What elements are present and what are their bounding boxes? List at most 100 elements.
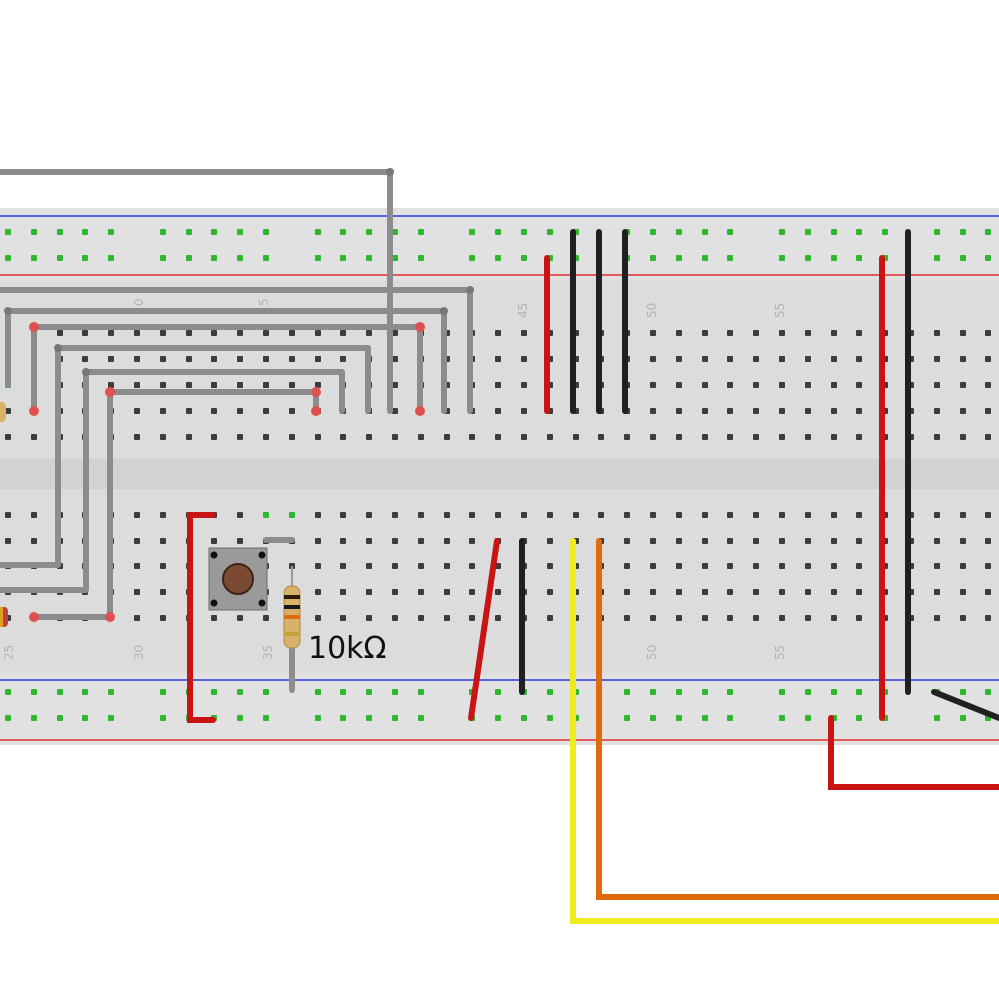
breadboard-hole[interactable] — [5, 434, 11, 440]
breadboard-hole[interactable] — [985, 382, 991, 388]
breadboard-hole[interactable] — [237, 434, 243, 440]
breadboard-hole[interactable] — [547, 538, 553, 544]
breadboard-hole[interactable] — [547, 589, 553, 595]
breadboard-hole[interactable] — [831, 589, 837, 595]
breadboard-hole[interactable] — [237, 356, 243, 362]
breadboard-hole[interactable] — [5, 229, 11, 235]
breadboard-hole[interactable] — [521, 715, 527, 721]
breadboard-hole[interactable] — [727, 382, 733, 388]
breadboard-hole[interactable] — [237, 715, 243, 721]
breadboard-hole[interactable] — [186, 434, 192, 440]
breadboard-hole[interactable] — [650, 408, 656, 414]
breadboard-hole[interactable] — [702, 538, 708, 544]
breadboard-hole[interactable] — [960, 715, 966, 721]
breadboard-hole[interactable] — [263, 615, 269, 621]
breadboard-hole[interactable] — [82, 715, 88, 721]
breadboard-hole[interactable] — [805, 229, 811, 235]
breadboard-hole[interactable] — [934, 615, 940, 621]
breadboard-hole[interactable] — [650, 434, 656, 440]
breadboard-hole[interactable] — [753, 615, 759, 621]
breadboard-hole[interactable] — [495, 715, 501, 721]
breadboard-hole[interactable] — [960, 589, 966, 595]
breadboard-hole[interactable] — [289, 408, 295, 414]
breadboard-hole[interactable] — [160, 589, 166, 595]
breadboard-hole[interactable] — [831, 563, 837, 569]
breadboard-hole[interactable] — [702, 512, 708, 518]
breadboard-hole[interactable] — [676, 434, 682, 440]
pushbutton-cap[interactable] — [222, 563, 254, 595]
breadboard-hole[interactable] — [263, 255, 269, 261]
breadboard-hole[interactable] — [650, 715, 656, 721]
breadboard-hole[interactable] — [702, 615, 708, 621]
breadboard-hole[interactable] — [805, 563, 811, 569]
breadboard-hole[interactable] — [985, 434, 991, 440]
breadboard-hole[interactable] — [366, 715, 372, 721]
breadboard-hole[interactable] — [340, 538, 346, 544]
breadboard-hole[interactable] — [418, 229, 424, 235]
breadboard-hole[interactable] — [315, 615, 321, 621]
breadboard-hole[interactable] — [856, 330, 862, 336]
breadboard-hole[interactable] — [366, 434, 372, 440]
breadboard-hole[interactable] — [186, 229, 192, 235]
breadboard-hole[interactable] — [134, 563, 140, 569]
breadboard-hole[interactable] — [160, 229, 166, 235]
breadboard-hole[interactable] — [495, 589, 501, 595]
breadboard-hole[interactable] — [5, 408, 11, 414]
breadboard-hole[interactable] — [805, 330, 811, 336]
breadboard-hole[interactable] — [960, 538, 966, 544]
breadboard-hole[interactable] — [211, 408, 217, 414]
breadboard-hole[interactable] — [418, 255, 424, 261]
breadboard-hole[interactable] — [779, 330, 785, 336]
breadboard-hole[interactable] — [779, 615, 785, 621]
breadboard-hole[interactable] — [5, 255, 11, 261]
breadboard-hole[interactable] — [676, 356, 682, 362]
breadboard-hole[interactable] — [469, 255, 475, 261]
breadboard-hole[interactable] — [985, 563, 991, 569]
breadboard-hole[interactable] — [753, 330, 759, 336]
breadboard-hole[interactable] — [521, 408, 527, 414]
breadboard-hole[interactable] — [418, 563, 424, 569]
breadboard-hole[interactable] — [960, 255, 966, 261]
breadboard-hole[interactable] — [392, 330, 398, 336]
breadboard-hole[interactable] — [934, 512, 940, 518]
breadboard-hole[interactable] — [805, 689, 811, 695]
breadboard-hole[interactable] — [779, 434, 785, 440]
breadboard-hole[interactable] — [340, 615, 346, 621]
breadboard-hole[interactable] — [727, 689, 733, 695]
breadboard-hole[interactable] — [237, 229, 243, 235]
breadboard-hole[interactable] — [211, 538, 217, 544]
breadboard-hole[interactable] — [392, 512, 398, 518]
breadboard-hole[interactable] — [779, 538, 785, 544]
breadboard-hole[interactable] — [831, 255, 837, 261]
breadboard-hole[interactable] — [108, 382, 114, 388]
breadboard-hole[interactable] — [31, 512, 37, 518]
breadboard-hole[interactable] — [82, 689, 88, 695]
breadboard-hole[interactable] — [547, 512, 553, 518]
breadboard-hole[interactable] — [315, 589, 321, 595]
breadboard-hole[interactable] — [779, 589, 785, 595]
breadboard-hole[interactable] — [289, 356, 295, 362]
breadboard-hole[interactable] — [469, 615, 475, 621]
breadboard-hole[interactable] — [469, 512, 475, 518]
breadboard-hole[interactable] — [469, 538, 475, 544]
breadboard-hole[interactable] — [650, 229, 656, 235]
breadboard-hole[interactable] — [805, 255, 811, 261]
breadboard-hole[interactable] — [856, 589, 862, 595]
breadboard-hole[interactable] — [392, 715, 398, 721]
breadboard-hole[interactable] — [160, 715, 166, 721]
breadboard-hole[interactable] — [676, 538, 682, 544]
breadboard-hole[interactable] — [702, 330, 708, 336]
breadboard-hole[interactable] — [831, 538, 837, 544]
breadboard-hole[interactable] — [624, 538, 630, 544]
breadboard-hole[interactable] — [366, 229, 372, 235]
breadboard-hole[interactable] — [702, 689, 708, 695]
breadboard-hole[interactable] — [960, 563, 966, 569]
breadboard-hole[interactable] — [856, 715, 862, 721]
breadboard-hole[interactable] — [753, 356, 759, 362]
breadboard-hole[interactable] — [985, 615, 991, 621]
breadboard-hole[interactable] — [160, 255, 166, 261]
breadboard-hole[interactable] — [366, 615, 372, 621]
breadboard-hole[interactable] — [392, 356, 398, 362]
breadboard-hole[interactable] — [57, 229, 63, 235]
breadboard-hole[interactable] — [82, 356, 88, 362]
